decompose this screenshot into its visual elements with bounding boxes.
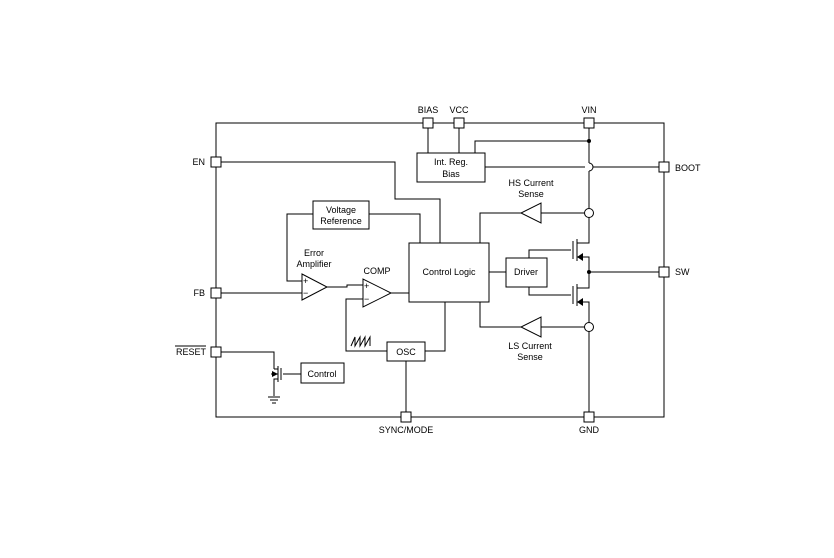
vin-pin-label: VIN (581, 105, 596, 115)
vin-junction-dot (587, 139, 591, 143)
error-amp-minus: − (303, 288, 308, 298)
hs-sense-node (584, 208, 594, 218)
boot-pin (658, 161, 670, 173)
gnd-pin (583, 411, 595, 423)
ls-sense-node (584, 322, 594, 332)
error-amplifier (301, 273, 329, 301)
control-logic-block (408, 242, 490, 303)
fb-pin (210, 287, 222, 299)
hs-fet-arrow (577, 253, 583, 261)
ls-current-sense-label-2: Sense (517, 352, 543, 362)
comp-comparator (362, 278, 393, 308)
bias-pin (422, 117, 434, 129)
en-pin (210, 156, 222, 168)
vcc-pin (453, 117, 465, 129)
sw-pin (658, 266, 670, 278)
voltage-reference-block (312, 200, 370, 230)
reset-pin (210, 346, 222, 358)
control-logic-label: Control Logic (422, 267, 476, 277)
control-label: Control (307, 369, 336, 379)
sync-mode-pin-label: SYNC/MODE (379, 425, 434, 435)
hs-current-sense-label: HS Current (508, 178, 554, 188)
osc-block (386, 341, 426, 362)
comp-plus: + (364, 281, 369, 291)
en-pin-label: EN (192, 157, 205, 167)
error-amplifier-label: Error (304, 248, 324, 258)
driver-label: Driver (514, 267, 538, 277)
vcc-pin-label: VCC (449, 105, 469, 115)
gnd-pin-label: GND (579, 425, 600, 435)
control-block (300, 362, 345, 384)
voltage-reference-label: Voltage (326, 205, 356, 215)
sw-pin-label: SW (675, 267, 690, 277)
error-amplifier-label-2: Amplifier (296, 259, 331, 269)
ls-current-sense-label: LS Current (508, 341, 552, 351)
osc-label: OSC (396, 347, 416, 357)
sw-junction-dot (587, 270, 591, 274)
sync-mode-pin (400, 411, 412, 423)
hs-current-sense-label-2: Sense (518, 189, 544, 199)
error-amp-plus: + (303, 276, 308, 286)
reset-pin-label: RESET (176, 347, 207, 357)
comp-label: COMP (364, 266, 391, 276)
driver-block (505, 257, 548, 288)
int-reg-label-2: Bias (442, 169, 460, 179)
ls-fet-arrow (577, 298, 583, 306)
vin-pin (583, 117, 595, 129)
boot-pin-label: BOOT (675, 163, 701, 173)
reset-fet-arrow (272, 371, 278, 377)
voltage-reference-label-2: Reference (320, 216, 362, 226)
hs-current-sense-amp (519, 202, 542, 224)
int-reg-bias-block (416, 152, 486, 183)
int-reg-label: Int. Reg. (434, 157, 468, 167)
comp-minus: − (364, 294, 369, 304)
ls-current-sense-amp (519, 316, 542, 338)
fb-pin-label: FB (193, 288, 205, 298)
sawtooth-icon (350, 335, 371, 348)
bias-pin-label: BIAS (418, 105, 439, 115)
